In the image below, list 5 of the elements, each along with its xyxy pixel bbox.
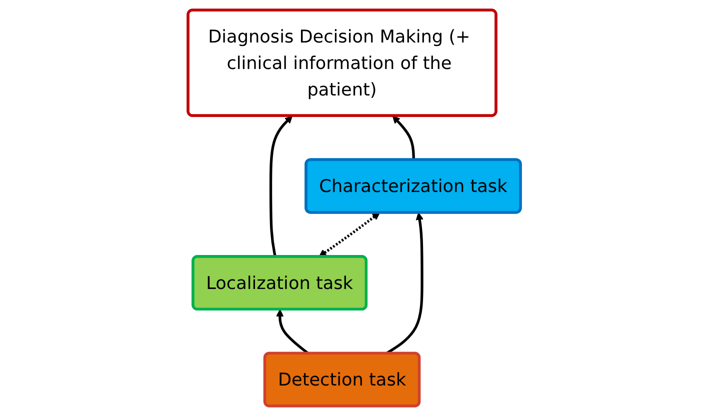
arrow <box>269 115 292 257</box>
arrow <box>392 115 415 160</box>
arrow <box>276 308 309 354</box>
arrow <box>385 212 424 354</box>
arrow <box>318 212 380 256</box>
